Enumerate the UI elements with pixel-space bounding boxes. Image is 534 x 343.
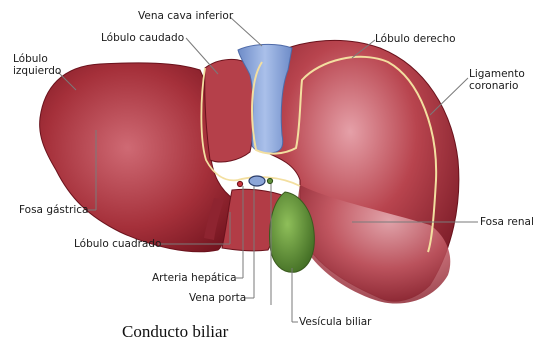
label-ligamento-coronario-line2: coronario <box>469 80 518 92</box>
label-lobulo-derecho: Lóbulo derecho <box>375 33 456 45</box>
label-fosa-renal: Fosa renal <box>480 216 534 228</box>
label-vena-porta: Vena porta <box>189 292 246 304</box>
leader-vena-cava <box>230 17 262 46</box>
label-vesicula-biliar: Vesícula biliar <box>299 316 372 328</box>
label-lobulo-izquierdo-line1: Lóbulo <box>13 53 48 65</box>
label-vena-cava-inferior: Vena cava inferior <box>138 10 233 22</box>
portal-vein-shape <box>249 176 265 186</box>
label-lobulo-caudado: Lóbulo caudado <box>101 32 184 44</box>
label-lobulo-cuadrado: Lóbulo cuadrado <box>74 238 161 250</box>
label-conducto-biliar: Conducto biliar <box>122 322 228 342</box>
label-fosa-gastrica: Fosa gástrica <box>19 204 88 216</box>
bile-duct-shape <box>267 178 272 183</box>
label-arteria-hepatica: Arteria hepática <box>152 272 237 284</box>
caudate-lobe-shape <box>205 59 254 162</box>
label-ligamento-coronario-line1: Ligamento <box>469 68 525 80</box>
label-lobulo-izquierdo-line2: izquierdo <box>13 65 61 77</box>
hepatic-artery-shape <box>237 181 242 186</box>
